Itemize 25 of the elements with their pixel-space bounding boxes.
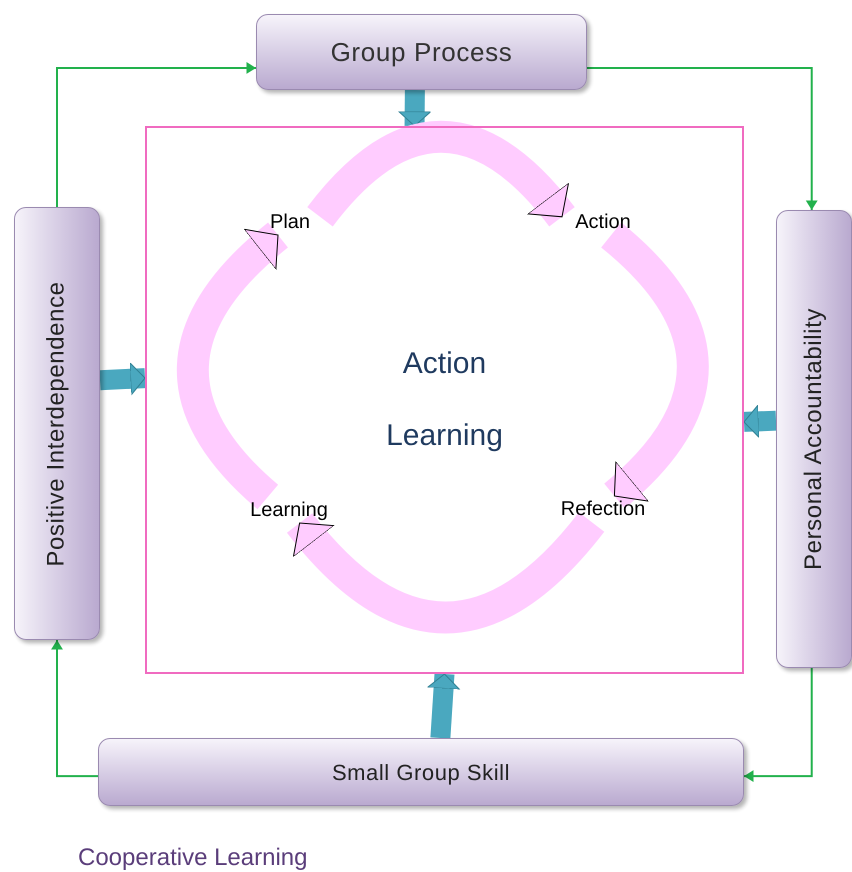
block-arrow bbox=[427, 673, 460, 739]
connector-arrow bbox=[744, 668, 813, 782]
block-arrow bbox=[100, 362, 146, 396]
process-box bbox=[98, 738, 744, 806]
connector-arrow bbox=[587, 66, 818, 210]
block-arrow bbox=[398, 90, 432, 126]
block-arrow bbox=[177, 222, 288, 509]
node-text: Group Process bbox=[330, 36, 512, 68]
caption: Cooperative Learning bbox=[78, 843, 308, 872]
node-text: Positive Interdependence bbox=[42, 280, 71, 566]
cycle-frame bbox=[145, 126, 744, 674]
process-box bbox=[14, 207, 100, 640]
node-text: Learning bbox=[250, 498, 328, 523]
node-text: Action bbox=[575, 210, 631, 235]
process-box bbox=[256, 14, 587, 90]
node-text: Personal Accountability bbox=[799, 308, 828, 570]
process-box bbox=[776, 210, 852, 668]
block-arrow bbox=[287, 512, 604, 634]
connector-arrow bbox=[56, 62, 256, 207]
node-text: Refection bbox=[560, 497, 646, 522]
center-title: Action Learning bbox=[385, 346, 504, 454]
connector-arrow bbox=[51, 640, 98, 778]
block-arrow bbox=[744, 404, 776, 438]
node-text: Small Group Skill bbox=[332, 758, 510, 787]
node-text: Plan bbox=[270, 210, 310, 235]
